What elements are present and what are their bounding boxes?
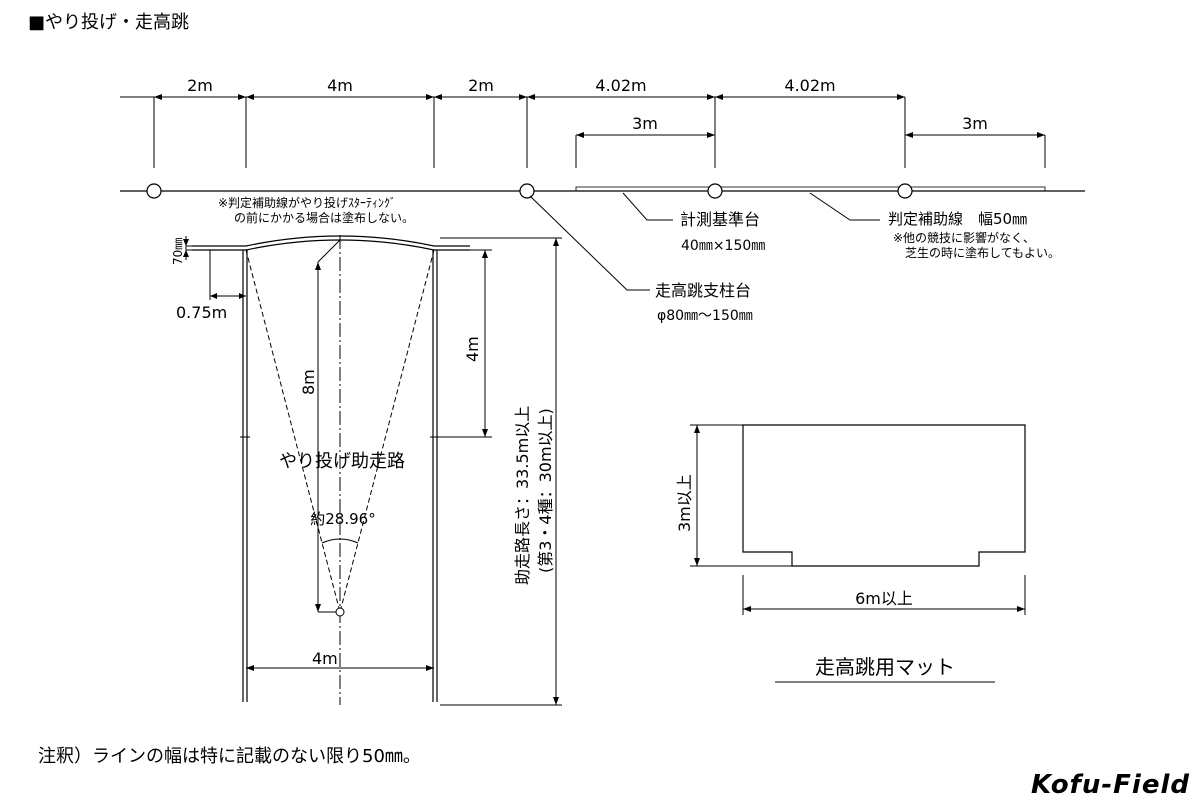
- dim-70mm-label: 70㎜: [171, 238, 185, 265]
- diagram-title: ■やり投げ・走高跳: [28, 12, 189, 33]
- post-base-label: 走高跳支柱台: [655, 281, 751, 300]
- leaders: [529, 192, 880, 291]
- dim-2m-left: 2m: [187, 76, 213, 95]
- top-dimension-row: 2m 4m 2m 4.02m 4.02m: [120, 76, 906, 168]
- mat-height-label: 3m以上: [675, 474, 694, 532]
- runway-length-note: (第3・4種：30m以上): [536, 408, 555, 573]
- high-jump-mat: [690, 424, 1026, 615]
- post-base-circle-3: [707, 183, 723, 199]
- post-base-circle-1: [146, 183, 162, 199]
- dim-4m-bottom-label: 4m: [312, 649, 338, 668]
- post-base-circle-2: [519, 183, 535, 199]
- dim-8m: [315, 239, 341, 613]
- dim-4m-vertical: [440, 249, 492, 438]
- javelin-runway: [192, 235, 470, 705]
- post-base-circle-4: [897, 183, 913, 199]
- runway-length-label: 助走路長さ：33.5m以上: [513, 406, 532, 585]
- start-note-line2: の前にかかる場合は塗布しない。: [234, 210, 414, 225]
- dim-4-02m-right: 4.02m: [784, 76, 835, 95]
- dim-runway-length: [440, 237, 562, 706]
- dim-4m-bottom: [246, 665, 434, 671]
- measure-base-label: 計測基準台: [680, 210, 760, 229]
- baseline: [120, 183, 1085, 199]
- second-dimension-row: 3m 3m: [575, 114, 1046, 168]
- footnote: 注釈）ラインの幅は特に記載のない限り50㎜。: [38, 746, 421, 767]
- dim-70mm: [183, 236, 192, 260]
- judge-line-note2: 芝生の時に塗布してもよい。: [905, 245, 1060, 260]
- judge-line-label: 判定補助線 幅50㎜: [888, 210, 1027, 228]
- dim-4m: 4m: [327, 76, 353, 95]
- mat-title: 走高跳用マット: [815, 655, 955, 679]
- angle-label: 約28.96°: [310, 510, 375, 528]
- judge-line-note1: ※他の競技に影響がなく、: [893, 230, 1035, 245]
- measure-base-size: 40㎜×150㎜: [681, 238, 765, 254]
- dim-8m-label: 8m: [299, 369, 318, 395]
- javelin-runway-label: やり投げ助走路: [279, 451, 405, 472]
- dim-075m: [209, 250, 246, 300]
- dim-2m-right: 2m: [468, 76, 494, 95]
- dim-075m-label: 0.75m: [176, 303, 227, 322]
- dim-4-02m-left: 4.02m: [595, 76, 646, 95]
- post-base-size: φ80㎜～150㎜: [657, 308, 753, 324]
- start-note-line1: ※判定補助線がやり投げｽﾀｰﾃｨﾝｸﾞ: [218, 195, 396, 210]
- dim-4m-vertical-label: 4m: [463, 336, 482, 362]
- dim-3m-left: 3m: [632, 114, 658, 133]
- mat-width-label: 6m以上: [855, 589, 913, 608]
- dim-3m-right: 3m: [962, 114, 988, 133]
- kofu-field-logo: Kofu-Field: [1031, 770, 1190, 800]
